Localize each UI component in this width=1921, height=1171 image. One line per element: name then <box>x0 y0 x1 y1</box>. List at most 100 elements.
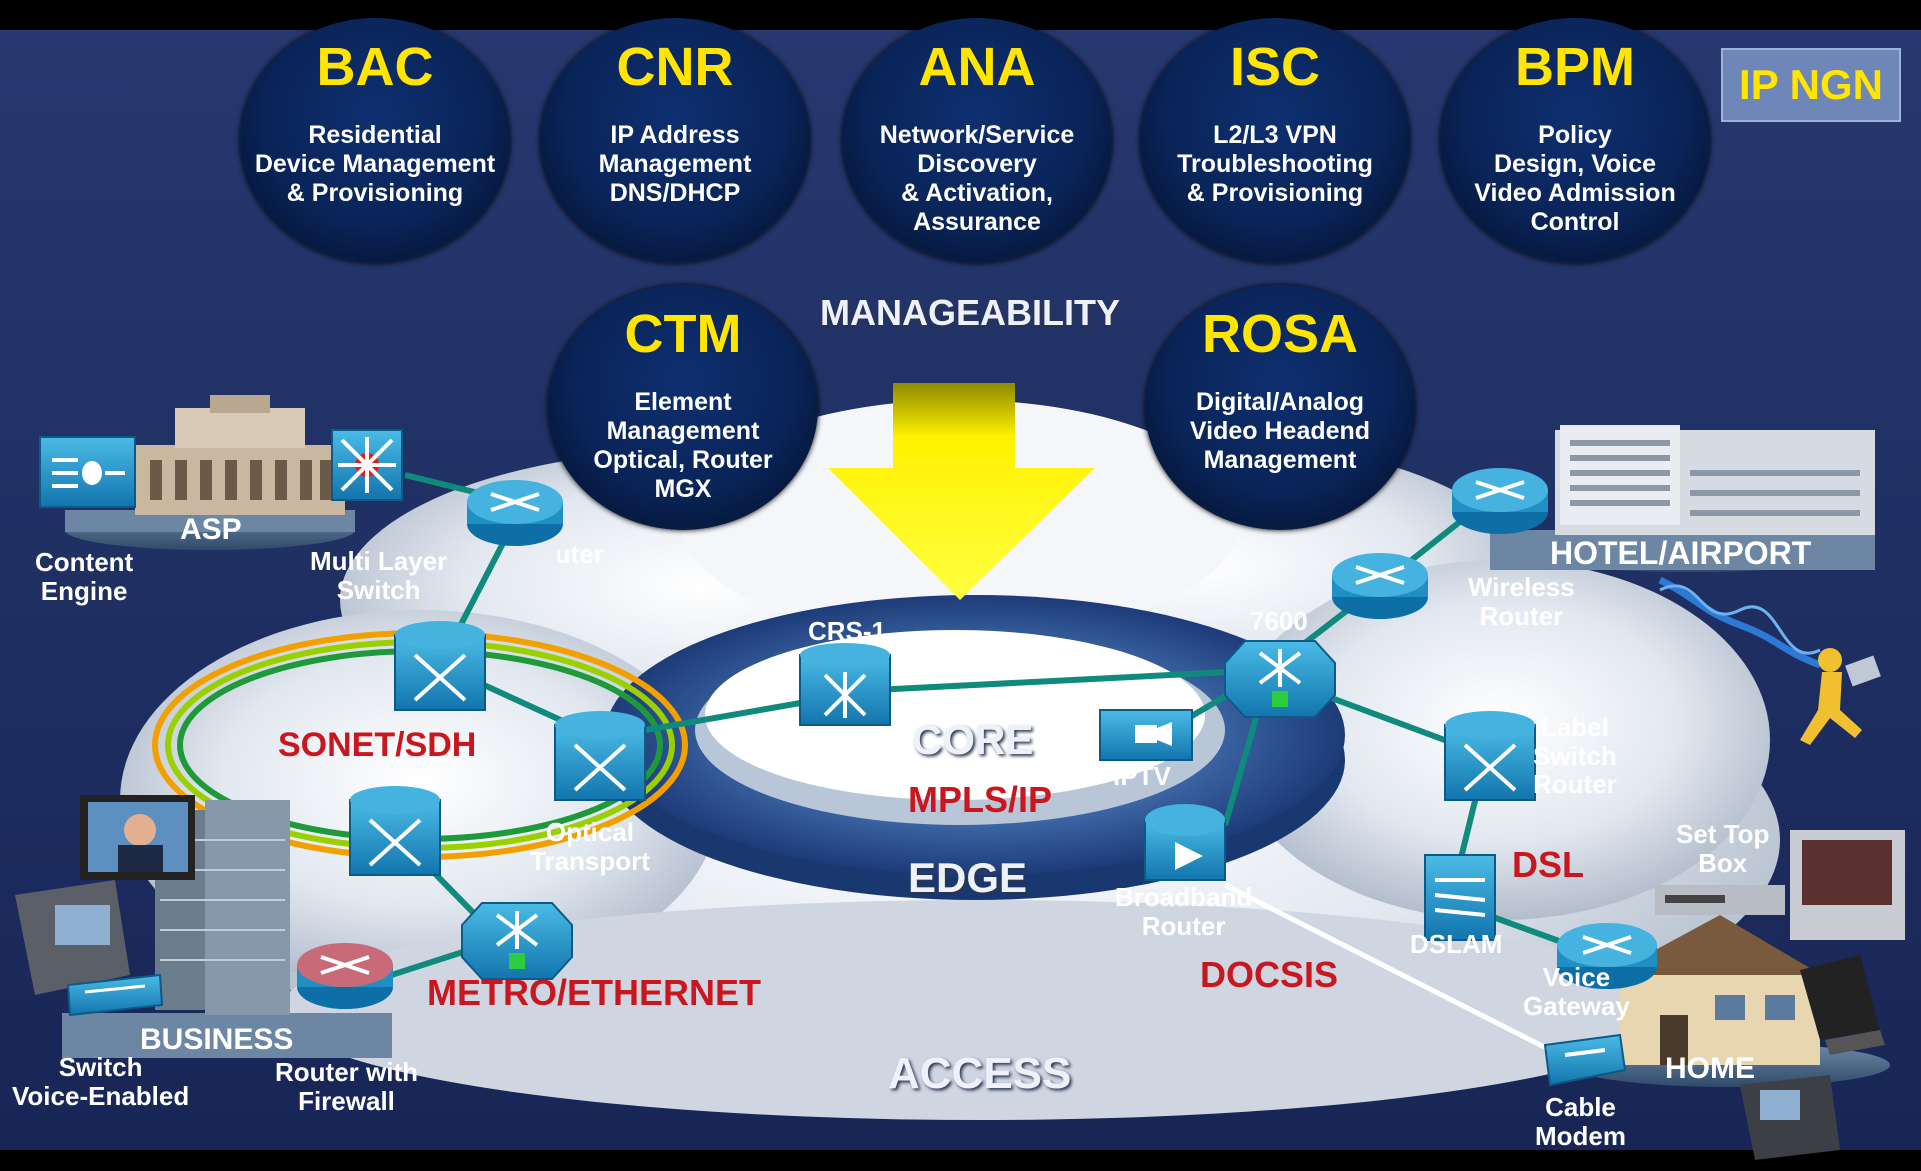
bubble-line: & Activation, <box>901 179 1053 207</box>
house-icon <box>1600 915 1830 1065</box>
label-line: Multi Layer <box>310 546 448 576</box>
mpls-label: MPLS/IP <box>908 779 1053 820</box>
bubble-line: Management <box>606 417 760 445</box>
hotel-site-label: HOTEL/AIRPORT <box>1550 535 1812 571</box>
isc-bubble: ISC L2/L3 VPN Troubleshooting & Provisio… <box>1140 18 1410 263</box>
bubble-desc: IP Address Management DNS/DHCP <box>540 121 810 208</box>
bubble-line: Device Management <box>254 150 496 178</box>
bubble-line: Discovery <box>917 150 1037 178</box>
label-line: Broadband <box>1115 882 1253 912</box>
bubble-desc: Element Management Optical, Router MGX <box>548 388 818 504</box>
bubble-line: & Provisioning <box>1186 179 1364 207</box>
metro-label: METRO/ETHERNET <box>427 972 762 1013</box>
bubble-desc: Residential Device Management & Provisio… <box>240 121 510 208</box>
wireless-router-label: Wireless Router <box>1468 573 1575 630</box>
voice-gateway-label: Voice Gateway <box>1523 963 1630 1020</box>
bubble-desc: L2/L3 VPN Troubleshooting & Provisioning <box>1140 121 1410 208</box>
label-line: Wireless <box>1468 572 1575 602</box>
business-site-label: BUSINESS <box>140 1023 294 1056</box>
label-line: Router <box>1141 910 1226 941</box>
core-label: CORE <box>912 716 1034 763</box>
label-line: Gateway <box>1523 990 1630 1021</box>
label-line: Optical <box>545 817 635 847</box>
ctm-bubble: CTM Element Management Optical, Router M… <box>548 285 818 530</box>
cnr-bubble: CNR IP Address Management DNS/DHCP <box>540 18 810 263</box>
bubble-line: IP Address <box>610 121 740 149</box>
bubble-line: DNS/DHCP <box>609 179 741 207</box>
optical-switch-icons <box>349 621 1536 876</box>
bubble-line: Video Admission <box>1474 179 1676 207</box>
bubble-code: CTM <box>624 304 742 364</box>
bubble-desc: Policy Design, Voice Video Admission Con… <box>1440 121 1710 237</box>
ip-ngn-badge: IP NGN <box>1721 48 1901 122</box>
sonet-label: SONET/SDH <box>278 726 477 764</box>
bubble-line: MGX <box>654 475 712 503</box>
ana-bubble: ANA Network/Service Discovery & Activati… <box>842 18 1112 263</box>
bubble-desc: Network/Service Discovery & Activation, … <box>842 121 1112 237</box>
wireless-signal <box>1658 576 1822 669</box>
bubble-line: Optical, Router <box>593 446 773 474</box>
bubble-code: BAC <box>316 37 434 97</box>
dslam-icon <box>1424 854 1496 941</box>
tv-monitor-icon <box>80 795 195 880</box>
person-icon <box>1800 648 1881 745</box>
label-line: Router with <box>275 1057 418 1087</box>
label-switch-router-label: Label Switch Router <box>1533 713 1617 799</box>
hexagon-router-icons <box>461 640 1336 980</box>
bubble-code: ISC <box>1229 37 1321 97</box>
workgroup-switch-icon <box>66 973 164 1017</box>
rosa-bubble: ROSA Digital/Analog Video Headend Manage… <box>1145 285 1415 530</box>
bubble-line: Design, Voice <box>1493 150 1657 178</box>
home-site-label: HOME <box>1665 1052 1755 1085</box>
iptv-icon <box>1099 709 1193 761</box>
hotel-building-icon <box>1555 425 1875 535</box>
label-line: Switch <box>1533 740 1617 771</box>
label-line: Router <box>1533 769 1617 800</box>
bubble-line: L2/L3 VPN <box>1213 121 1337 149</box>
edge-label: EDGE <box>908 854 1028 901</box>
content-engine-icon <box>39 436 136 508</box>
bac-bubble: BAC Residential Device Management & Prov… <box>240 18 510 263</box>
bubble-line: Residential <box>308 121 442 149</box>
manageability-label: MANAGEABILITY <box>820 292 1120 333</box>
label-line: Label <box>1540 712 1609 742</box>
label-line: Voice-Enabled <box>12 1080 190 1111</box>
bubble-desc: Digital/Analog Video Headend Management <box>1145 388 1415 475</box>
bubble-line: Element <box>634 388 732 416</box>
switch-voice-label: Switch Voice-Enabled <box>12 1053 189 1110</box>
iptv-label: IPTV <box>1113 761 1171 791</box>
multilayer-switch-label: Multi Layer Switch <box>310 547 447 604</box>
bubble-line: Management <box>598 150 752 178</box>
bubble-line: Management <box>1203 446 1357 474</box>
label-line: Switch <box>58 1052 143 1082</box>
bubble-line: Assurance <box>913 208 1041 236</box>
r7600-label: 7600 <box>1250 606 1308 636</box>
set-top-box-icon <box>1655 885 1785 915</box>
bpm-bubble: BPM Policy Design, Voice Video Admission… <box>1440 18 1710 263</box>
bubble-line: Video Headend <box>1189 417 1371 445</box>
bubble-code: BPM <box>1515 37 1635 97</box>
multilayer-switch-icon <box>331 429 403 501</box>
laptop-icon <box>1800 955 1885 1055</box>
manageability-arrow <box>828 383 1095 600</box>
home-tv-icon <box>1790 830 1905 940</box>
label-line: Firewall <box>298 1085 395 1116</box>
access-label: ACCESS <box>888 1049 1072 1098</box>
bubble-line: Troubleshooting <box>1177 150 1373 178</box>
router-partial-label: Router <box>520 539 604 569</box>
label-line: Modem <box>1535 1120 1626 1151</box>
label-line: Box <box>1698 847 1748 878</box>
content-engine-label: Content Engine <box>35 548 133 605</box>
cable-modem-label: Cable Modem <box>1535 1093 1626 1150</box>
label-line: Engine <box>40 575 128 606</box>
label-line: Switch <box>336 574 421 605</box>
bubble-line: Control <box>1530 208 1620 236</box>
bubble-code: CNR <box>616 37 734 97</box>
label-line: Set Top <box>1676 819 1770 849</box>
router-icons <box>297 468 1657 1009</box>
router-firewall-label: Router with Firewall <box>275 1058 418 1115</box>
bubble-line: Network/Service <box>879 121 1075 149</box>
set-top-box-label: Set Top Box <box>1676 820 1769 877</box>
label-line: Voice <box>1542 962 1611 992</box>
